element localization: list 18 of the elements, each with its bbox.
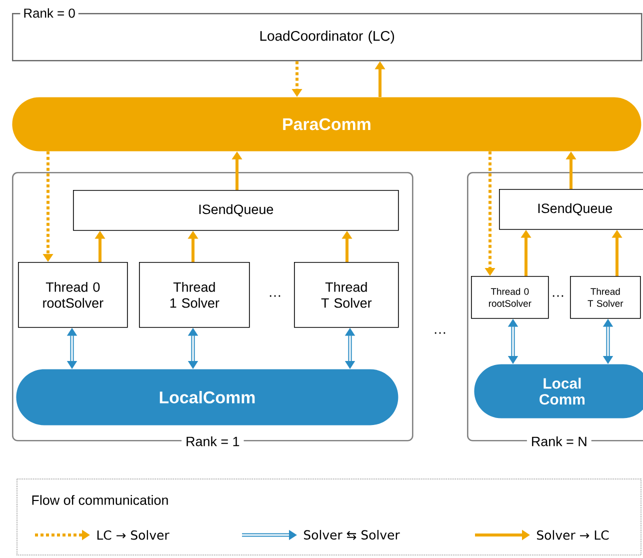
- communicator-pill: ParaComm: [12, 97, 642, 152]
- process-box: LoadCoordinator (LC) Rank = 0: [12, 5, 642, 62]
- thread-box: Thread T Solver: [294, 262, 399, 328]
- process-box: ISendQueue: [73, 190, 399, 231]
- legend-label: Solver ⇆ Solver: [304, 530, 400, 540]
- process-box: ISendQueue: [499, 189, 643, 230]
- legend-label: LC → Solver: [97, 530, 170, 540]
- thread-box: Thread 0 rootSolver: [18, 262, 128, 328]
- legend-title: Flow of communication: [32, 495, 168, 505]
- communicator-pill: Local Comm: [474, 364, 643, 418]
- thread-box: Thread T Solver: [570, 276, 641, 319]
- thread-box: Thread 0 rootSolver: [471, 276, 549, 319]
- legend-label: Solver → LC: [537, 530, 609, 540]
- ellipsis: …: [270, 295, 280, 297]
- ellipsis: …: [434, 332, 446, 334]
- ellipsis: …: [552, 295, 564, 297]
- thread-box: Thread 1 Solver: [139, 262, 250, 328]
- communicator-pill: LocalComm: [16, 369, 398, 426]
